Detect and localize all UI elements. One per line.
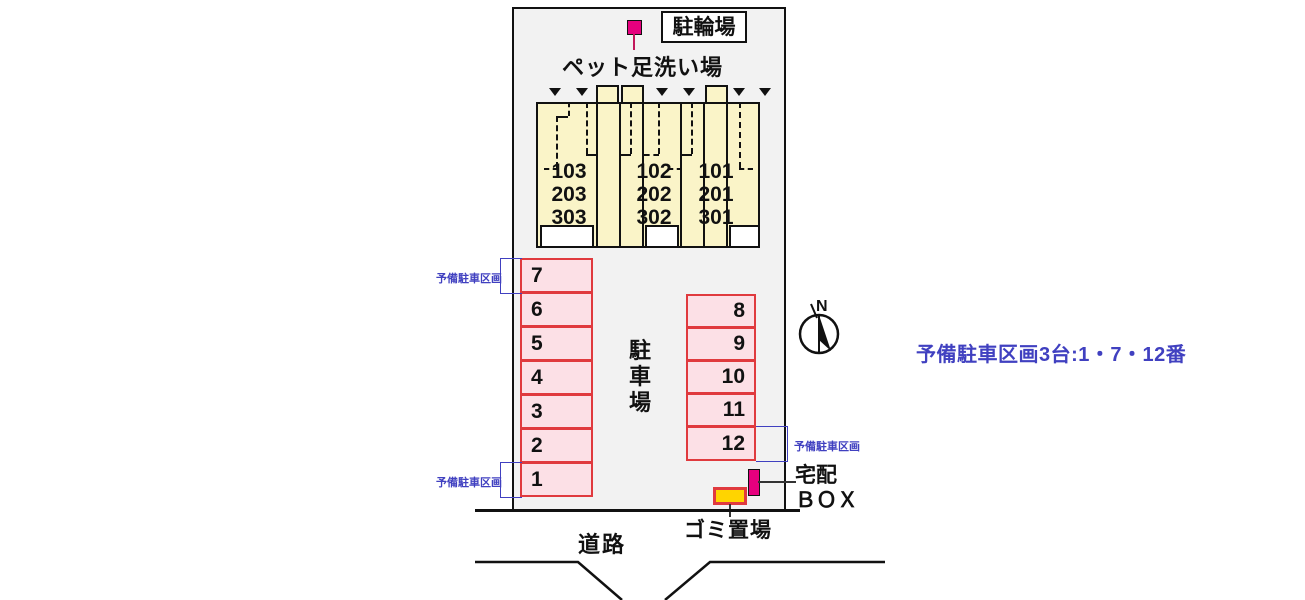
parking-stall-number: 4: [531, 365, 543, 389]
delivery-box-leader-line: [758, 481, 796, 483]
parking-stall[interactable]: 12: [686, 426, 756, 461]
unit-number: 101: [698, 160, 734, 183]
road-lower-edge: [475, 560, 885, 600]
parking-stall-number: 1: [531, 467, 543, 491]
partition-dash-102-e: [668, 168, 682, 170]
road-boundary-line: [475, 509, 800, 512]
road-label: 道路: [578, 532, 627, 557]
partition-dash-103-f: [586, 154, 596, 156]
compass-north-label: N: [816, 298, 828, 315]
reserve-parking-legend: 予備駐車区画3台:1・7・12番: [916, 344, 1187, 366]
partition-dash-103-e: [586, 102, 588, 154]
delivery-box-label: 宅配 ＢＯＸ: [795, 463, 858, 513]
apartment-building: 103 203 303 102 202 302 101 201 301: [536, 85, 771, 248]
reserve-label-top-left: 予備駐車区画: [436, 273, 502, 285]
bike-parking-label: 駐輪場: [661, 11, 747, 43]
unit-number: 102: [636, 160, 672, 183]
parking-stall[interactable]: 5: [520, 326, 593, 361]
trash-area-marker-inner: [716, 490, 744, 502]
parking-stall[interactable]: 6: [520, 292, 593, 327]
stairwell-block-3: [705, 85, 728, 103]
unit-divider-3: [642, 102, 644, 248]
parking-lot-center-label: 駐 車 場: [627, 338, 653, 416]
pet-wash-marker-icon: [627, 20, 642, 35]
parking-stall-number: 3: [531, 399, 543, 423]
building-slab: [536, 102, 760, 248]
parking-stall-number: 2: [531, 433, 543, 457]
trash-area-marker-icon: [713, 487, 747, 505]
unit-number: 302: [636, 206, 672, 229]
unit-divider-1: [596, 102, 598, 248]
reserve-label-bottom-left: 予備駐車区画: [436, 477, 502, 489]
pet-wash-label: ペット足洗い場: [562, 55, 724, 80]
entrance-arrow-down-3: [656, 88, 668, 96]
partition-dash-102-b: [621, 154, 631, 156]
parking-stall[interactable]: 11: [686, 393, 756, 427]
entrance-arrow-down-6: [759, 88, 771, 96]
partition-dash-103-a: [556, 116, 558, 168]
partition-dash-101-c: [739, 102, 741, 168]
unit-divider-2: [619, 102, 621, 248]
unit-divider-4: [680, 102, 682, 248]
parking-stall-number: 8: [733, 299, 745, 322]
parking-stall[interactable]: 7: [520, 258, 593, 293]
partition-dash-102-c: [658, 102, 660, 154]
delivery-box-label-line1: 宅配: [795, 464, 837, 487]
unit-divider-5: [703, 102, 705, 248]
partition-dash-103-d: [544, 168, 558, 170]
entrance-arrow-down-2: [576, 88, 588, 96]
unit-number: 303: [551, 206, 587, 229]
trash-area-label: ゴミ置場: [684, 519, 772, 542]
entrance-arrow-down-5: [733, 88, 745, 96]
parking-stall-number: 11: [722, 398, 745, 421]
parking-stall-number: 5: [531, 331, 543, 355]
parking-lot-label-char: 場: [628, 390, 651, 415]
unit-number: 201: [698, 183, 734, 206]
partition-dash-101-a: [691, 102, 693, 154]
parking-stall-number: 9: [733, 332, 745, 355]
entrance-arrow-down-1: [549, 88, 561, 96]
compass-rose-icon: N: [798, 298, 840, 355]
partition-dash-103-c: [568, 102, 570, 116]
parking-stall[interactable]: 10: [686, 360, 756, 394]
reserve-label-right: 予備駐車区画: [794, 441, 860, 453]
pet-wash-leader-line: [633, 34, 635, 50]
parking-stall-number: 12: [721, 431, 745, 455]
parking-stall[interactable]: 4: [520, 360, 593, 395]
parking-stall[interactable]: 2: [520, 428, 593, 463]
unit-numbers-103: 103 203 303: [544, 160, 594, 229]
unit-number: 203: [551, 183, 587, 206]
porch-box-103: [540, 225, 594, 248]
stairwell-block-2: [621, 85, 644, 103]
partition-dash-102-d: [644, 154, 659, 156]
unit-numbers-101: 101 201 301: [691, 160, 741, 229]
unit-number: 202: [636, 183, 672, 206]
partition-dash-101-d: [739, 168, 753, 170]
stairwell-block-1: [596, 85, 619, 103]
parking-stall-number: 6: [531, 297, 543, 321]
unit-number: 103: [551, 160, 587, 183]
parking-stall[interactable]: 3: [520, 394, 593, 429]
parking-stall-number: 7: [531, 263, 543, 287]
unit-numbers-102: 102 202 302: [629, 160, 679, 229]
reserve-bracket-right: [756, 426, 788, 462]
reserve-bracket-bottom-left: [500, 462, 522, 498]
entrance-arrow-down-4: [683, 88, 695, 96]
parking-lot-label-char: 車: [628, 364, 651, 389]
reserve-bracket-top-left: [500, 258, 522, 294]
parking-stall[interactable]: 9: [686, 327, 756, 361]
porch-box-102: [645, 225, 679, 248]
parking-stall[interactable]: 1: [520, 462, 593, 497]
partition-dash-103-b: [556, 116, 568, 118]
parking-lot-label-char: 駐: [628, 338, 651, 363]
partition-dash-102-a: [630, 102, 632, 154]
unit-divider-6: [726, 102, 728, 248]
unit-number: 301: [698, 206, 734, 229]
parking-stall[interactable]: 8: [686, 294, 756, 328]
parking-stall-number: 10: [721, 365, 745, 388]
porch-box-101: [729, 225, 760, 248]
delivery-box-label-line2: ＢＯＸ: [795, 489, 858, 512]
partition-dash-101-b: [682, 154, 692, 156]
